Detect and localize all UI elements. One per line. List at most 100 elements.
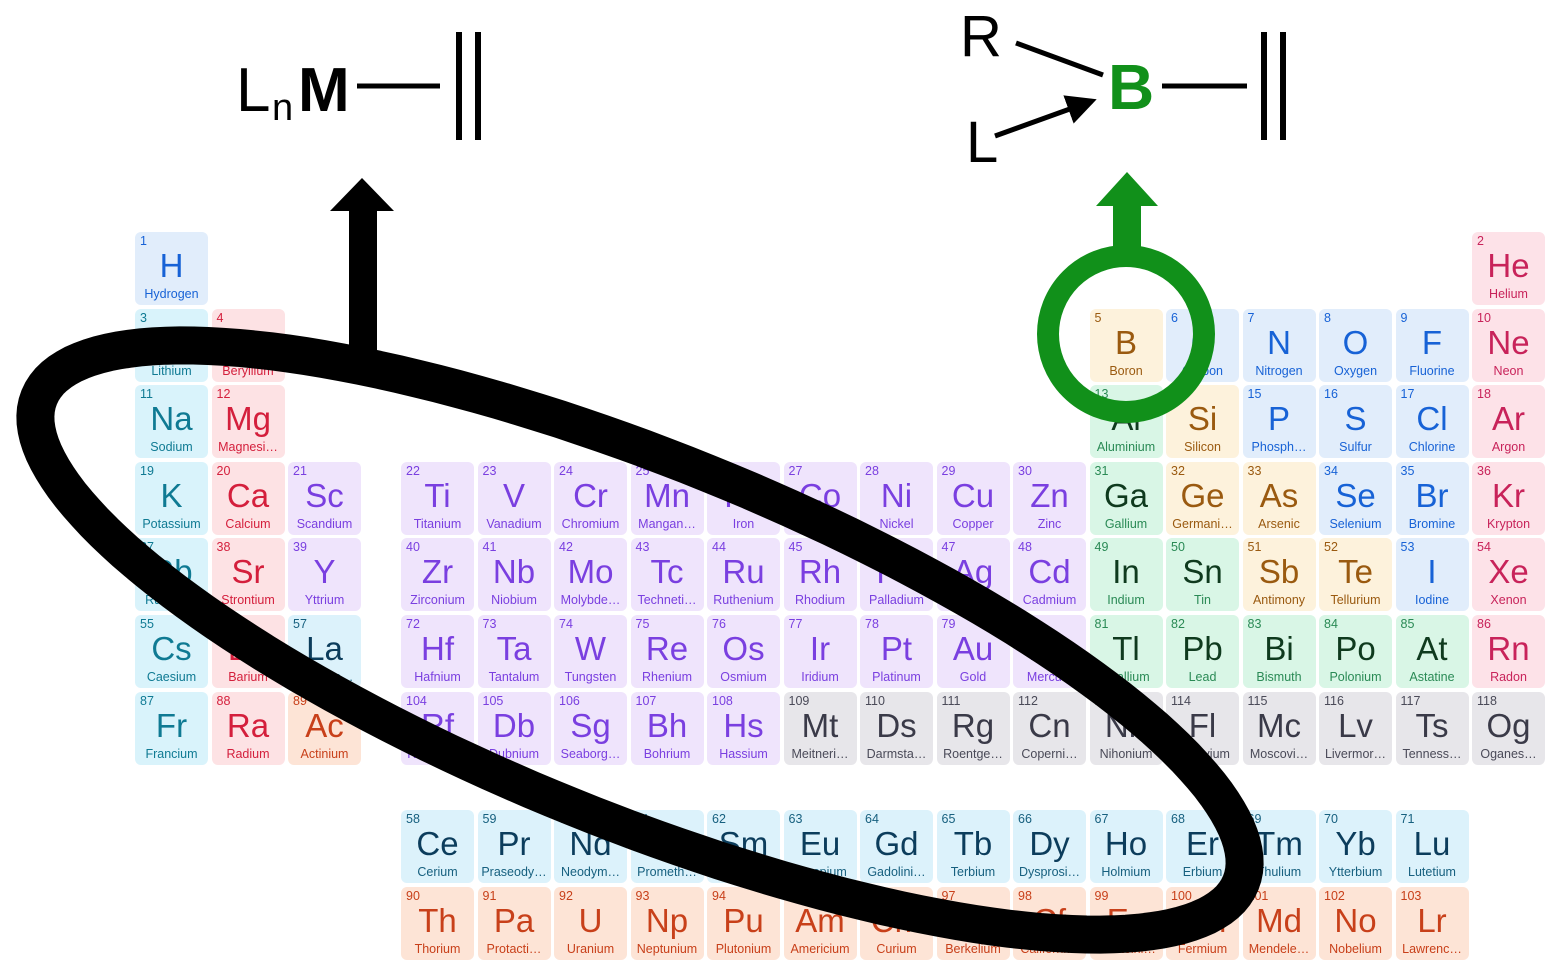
element-name: Bismuth	[1256, 670, 1302, 684]
atomic-number: 83	[1247, 617, 1262, 631]
atomic-number: 117	[1400, 693, 1421, 708]
green-up-arrow-icon	[1096, 172, 1158, 250]
element-name: Oxygen	[1333, 363, 1378, 378]
atomic-number: 52	[1324, 540, 1338, 555]
atomic-number: 35	[1400, 463, 1415, 478]
element-name: Neptunium	[636, 942, 698, 956]
element-symbol: Tb	[953, 825, 993, 862]
element-symbol: Hf	[421, 630, 454, 667]
element-symbol: Y	[313, 553, 336, 591]
element-name: Magnesi…	[218, 440, 278, 455]
element-name: Erbium	[1182, 865, 1223, 879]
atomic-number: 44	[712, 540, 726, 555]
element-name: Tungsten	[564, 670, 617, 684]
element-name: Osmium	[720, 670, 767, 684]
element-name: Mendele…	[1248, 942, 1310, 956]
element-name: Francium	[145, 746, 198, 761]
atomic-number: 77	[788, 617, 803, 631]
element-name: Praseody…	[481, 865, 547, 879]
element-name: Tenness…	[1402, 746, 1462, 761]
metal-complex-formula: L n M	[236, 32, 481, 140]
element-symbol: Gd	[874, 825, 919, 862]
atomic-number: 24	[559, 463, 573, 478]
atomic-number: 47	[941, 540, 956, 555]
atomic-number: 78	[865, 617, 879, 631]
atomic-number: 91	[482, 889, 497, 903]
element-symbol: Sg	[570, 706, 611, 744]
atomic-number: 30	[1018, 463, 1032, 478]
atomic-number: 93	[635, 889, 650, 903]
element-symbol: Fl	[1188, 706, 1217, 744]
atomic-number: 17	[1400, 387, 1415, 402]
element-symbol: Sr	[231, 553, 265, 591]
element-symbol: V	[502, 476, 525, 514]
element-symbol: K	[160, 476, 183, 514]
atomic-number: 73	[482, 617, 497, 631]
element-name: Holmium	[1101, 865, 1151, 879]
atomic-number: 116	[1324, 693, 1344, 708]
atomic-number: 104	[406, 693, 427, 708]
element-symbol: Au	[952, 630, 994, 667]
element-name: Xenon	[1490, 593, 1527, 608]
element-name: Strontium	[221, 593, 275, 608]
atomic-number: 63	[788, 812, 803, 826]
element-name: Oganes…	[1480, 746, 1537, 761]
element-name: Scandium	[296, 516, 353, 531]
element-name: Radon	[1490, 670, 1527, 684]
element-symbol: Pr	[497, 825, 531, 862]
element-symbol: Cu	[951, 476, 995, 514]
element-name: Radium	[226, 746, 270, 761]
atomic-number: 64	[865, 812, 879, 826]
element-symbol: Cr	[573, 476, 608, 514]
atomic-number: 74	[559, 617, 573, 631]
element-symbol: Ru	[722, 553, 765, 591]
atomic-number: 87	[140, 693, 154, 708]
atomic-number: 23	[482, 463, 497, 478]
element-name: Americium	[790, 942, 850, 956]
element-name: Zinc	[1037, 516, 1062, 531]
boron-highlight-circle	[1037, 245, 1215, 423]
element-symbol: Cn	[1028, 706, 1071, 744]
element-name: Berkelium	[945, 942, 1001, 956]
element-symbol: Zr	[421, 553, 454, 591]
transition-metals-ellipse	[16, 326, 1264, 954]
element-symbol: Pb	[1182, 630, 1223, 667]
element-symbol: U	[578, 902, 603, 939]
r-label: R	[960, 4, 1002, 69]
element-symbol: At	[1416, 630, 1448, 667]
atomic-number: 66	[1018, 812, 1032, 826]
atomic-number: 84	[1324, 617, 1338, 631]
atomic-number: 48	[1018, 540, 1032, 555]
element-name: Argon	[1491, 440, 1526, 455]
element-symbol: Lv	[1338, 706, 1373, 744]
ligand-label: L	[236, 56, 270, 125]
element-name: Polonium	[1329, 670, 1382, 684]
atomic-number: 4	[216, 310, 224, 325]
element-name: Arsenic	[1258, 516, 1300, 531]
element-symbol: Cd	[1028, 553, 1071, 591]
